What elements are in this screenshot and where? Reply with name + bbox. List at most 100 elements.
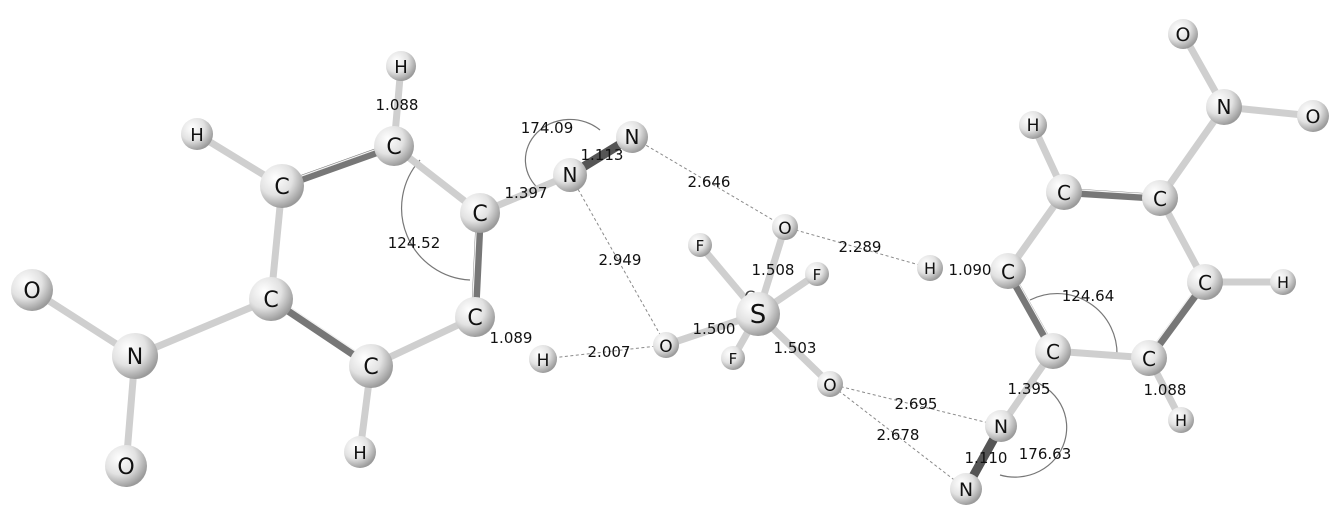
atom-c[interactable]: C (1187, 264, 1223, 300)
bond-length-label: 1.500 (693, 320, 736, 338)
angle-label: 174.09 (521, 119, 574, 137)
atoms: H H C C C C C C O N O H H N N O F F C S … (11, 19, 1329, 505)
contact-n-o-2646 (631, 136, 786, 228)
contact-o-n-2678 (829, 383, 967, 490)
bond-length-label: 1.088 (376, 96, 419, 114)
atom-c[interactable]: C (1035, 333, 1071, 369)
bond-length-label: 1.397 (505, 184, 548, 202)
measurement-labels: 1.088 174.09 1.113 1.397 2.646 124.52 2.… (376, 96, 1187, 467)
atom-h[interactable]: H (344, 436, 376, 468)
atom-h[interactable]: H (1270, 269, 1296, 295)
atom-o[interactable]: O (1168, 19, 1198, 49)
atom-c[interactable]: C (455, 297, 495, 337)
atom-o[interactable]: O (105, 445, 147, 487)
svg-text:C: C (1046, 340, 1060, 364)
atom-c[interactable]: C (460, 193, 500, 233)
svg-text:C: C (472, 202, 487, 227)
svg-text:O: O (1176, 24, 1191, 46)
svg-text:H: H (1175, 411, 1187, 430)
atom-c[interactable]: C (1131, 340, 1167, 376)
bond-length-label: 1.395 (1008, 380, 1051, 398)
svg-text:O: O (778, 219, 791, 239)
svg-text:C: C (274, 175, 289, 200)
svg-text:C: C (363, 355, 378, 380)
atom-h[interactable]: H (917, 255, 943, 281)
distance-label: 2.007 (588, 343, 631, 361)
atom-o[interactable]: O (772, 214, 798, 240)
svg-text:N: N (1217, 95, 1232, 119)
svg-text:N: N (563, 163, 578, 187)
atom-n[interactable]: N (112, 333, 158, 379)
atom-f[interactable]: F (805, 262, 829, 286)
svg-text:N: N (994, 416, 1008, 438)
svg-text:F: F (729, 350, 738, 368)
atom-c[interactable]: C (1142, 180, 1178, 216)
angle-arc-174 (524, 118, 601, 191)
atom-c[interactable]: C (249, 277, 293, 321)
atom-o[interactable]: O (1297, 100, 1329, 132)
atom-c[interactable]: C (349, 344, 393, 388)
atom-n[interactable]: N (616, 121, 648, 153)
bond-length-label: 1.503 (774, 339, 817, 357)
svg-text:C: C (1153, 187, 1167, 211)
svg-text:H: H (537, 351, 550, 371)
atom-n[interactable]: N (1206, 89, 1242, 125)
atom-c[interactable]: C (1046, 174, 1082, 210)
atom-f[interactable]: F (688, 233, 712, 257)
bond-length-label: 1.110 (965, 449, 1008, 467)
atom-n[interactable]: N (553, 158, 587, 192)
contact-o-n-2695 (829, 383, 1002, 427)
atom-h[interactable]: H (181, 118, 213, 150)
svg-text:C: C (1001, 260, 1015, 284)
atom-o[interactable]: O (817, 371, 843, 397)
svg-text:F: F (696, 237, 705, 255)
svg-text:O: O (1306, 106, 1321, 128)
atom-c[interactable]: C (374, 126, 414, 166)
svg-text:C: C (1057, 181, 1071, 205)
svg-text:C: C (1198, 271, 1212, 295)
distance-label: 2.949 (599, 251, 642, 269)
svg-text:H: H (1027, 116, 1040, 136)
svg-text:H: H (190, 125, 204, 146)
angle-arc-124-right (1029, 293, 1118, 356)
atom-c[interactable]: C (260, 164, 304, 208)
svg-text:S: S (750, 300, 767, 330)
contact-h-o-2007 (542, 344, 667, 360)
distance-label: 2.646 (688, 173, 731, 191)
atom-c[interactable]: C (990, 253, 1026, 289)
svg-text:C: C (467, 306, 482, 331)
svg-text:N: N (127, 345, 143, 370)
bond-length-label: 1.113 (581, 146, 624, 164)
svg-text:O: O (23, 279, 40, 304)
atom-o[interactable]: O (11, 269, 53, 311)
angle-arc-124-left (401, 159, 471, 281)
atom-h[interactable]: H (386, 51, 416, 81)
angle-label: 176.63 (1019, 445, 1072, 463)
atom-n[interactable]: N (985, 410, 1017, 442)
atom-o[interactable]: O (653, 332, 679, 358)
bond (1156, 103, 1228, 202)
angle-arc-176 (999, 379, 1068, 478)
atom-h[interactable]: H (529, 345, 557, 373)
bond-length-label: 1.508 (752, 261, 795, 279)
svg-text:O: O (823, 376, 836, 396)
atom-h[interactable]: H (1019, 111, 1047, 139)
svg-text:N: N (625, 125, 640, 149)
atom-s[interactable]: S (736, 292, 780, 336)
svg-text:O: O (117, 455, 134, 480)
distance-label: 2.695 (895, 395, 938, 413)
bond-length-label: 1.089 (490, 329, 533, 347)
atom-n[interactable]: N (950, 473, 982, 505)
single-bonds (28, 30, 1317, 470)
svg-text:H: H (1277, 273, 1289, 292)
svg-text:H: H (394, 57, 408, 78)
atom-h[interactable]: H (1168, 407, 1194, 433)
bond (131, 295, 275, 360)
svg-text:H: H (924, 259, 936, 278)
atom-f[interactable]: F (721, 346, 745, 370)
distance-label: 2.289 (839, 238, 882, 256)
svg-text:C: C (263, 288, 278, 313)
svg-text:N: N (959, 479, 973, 501)
